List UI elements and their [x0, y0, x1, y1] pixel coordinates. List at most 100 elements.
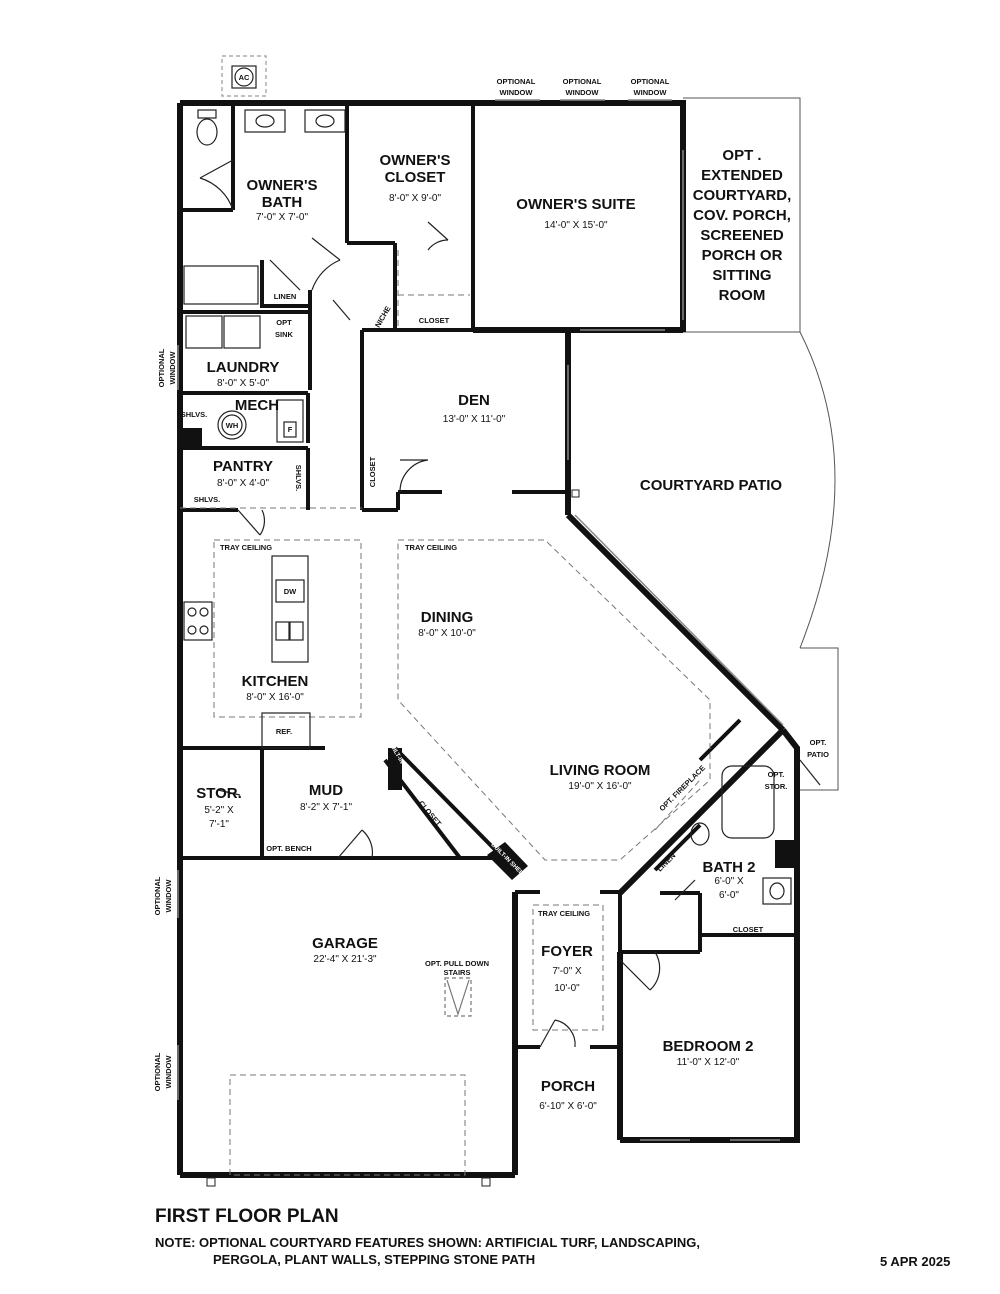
- opt-window-2-l1: OPTIONAL: [563, 77, 602, 86]
- plan-note-line1: NOTE: OPTIONAL COURTYARD FEATURES SHOWN:…: [155, 1235, 701, 1250]
- ref-label: REF.: [276, 727, 292, 736]
- opt-bench-label: OPT. BENCH: [266, 844, 311, 853]
- shlvs-pantry-side: SHLVS.: [294, 465, 303, 492]
- closet-label-den: CLOSET: [368, 456, 377, 487]
- opt-stor-l2: STOR.: [765, 782, 788, 791]
- living-room-dim: 19'-0" X 16'-0": [568, 781, 632, 792]
- opt-window-left-3-l1: OPTIONAL: [153, 1052, 162, 1091]
- windows: [177, 99, 784, 1141]
- closet-label-suite: CLOSET: [419, 316, 450, 325]
- owners-closet-name-l2: CLOSET: [385, 169, 446, 186]
- laundry-name: LAUNDRY: [207, 359, 280, 376]
- ac-unit: AC: [221, 55, 267, 97]
- closet-label-bath2: CLOSET: [733, 925, 764, 934]
- opt-window-left-1-l1: OPTIONAL: [157, 348, 166, 387]
- opt-sink-l2: SINK: [275, 330, 294, 339]
- foyer-name: FOYER: [541, 943, 593, 960]
- wh-label: WH: [226, 421, 239, 430]
- opt-courtyard-l2: EXTENDED: [701, 167, 783, 184]
- opt-window-left-2-l1: OPTIONAL: [153, 876, 162, 915]
- opt-patio-l1: OPT.: [810, 738, 827, 747]
- opt-window-3-l2: WINDOW: [634, 88, 668, 97]
- dashed-outlines: [180, 250, 711, 1176]
- stor-dim-l2: 7'-1": [209, 819, 229, 830]
- bath2-dim-l1: 6'-0" X: [714, 876, 744, 887]
- owners-bath-name-l2: BATH: [262, 194, 303, 211]
- den-name: DEN: [458, 392, 490, 409]
- opt-courtyard-l3: COURTYARD,: [693, 187, 792, 204]
- porch-name: PORCH: [541, 1078, 595, 1095]
- opt-courtyard-l6: PORCH OR: [702, 247, 783, 264]
- opt-courtyard-outline: [683, 97, 839, 791]
- ac-label: AC: [239, 73, 250, 82]
- opt-window-left-2-l2: WINDOW: [164, 879, 173, 913]
- garage-name: GARAGE: [312, 935, 378, 952]
- hose-bibs: [206, 489, 580, 1187]
- laundry-dim: 8'-0" X 5'-0": [217, 378, 270, 389]
- opt-courtyard-l7: SITTING: [712, 267, 771, 284]
- opt-courtyard-l1: OPT .: [722, 147, 761, 164]
- owners-closet-name-l1: OWNER'S: [379, 152, 450, 169]
- owners-suite-name: OWNER'S SUITE: [516, 196, 635, 213]
- opt-window-1-l1: OPTIONAL: [497, 77, 536, 86]
- f-label: F: [288, 425, 293, 434]
- opt-patio-l2: PATIO: [807, 750, 829, 759]
- interior-walls: [180, 103, 797, 1049]
- dining-dim: 8'-0" X 10'-0": [418, 628, 476, 639]
- opt-courtyard-l8: ROOM: [719, 287, 766, 304]
- opt-window-2-l2: WINDOW: [566, 88, 600, 97]
- opt-pull-down-l2: STAIRS: [444, 968, 471, 977]
- kitchen-name: KITCHEN: [242, 673, 309, 690]
- opt-stor-l1: OPT.: [768, 770, 785, 779]
- foyer-dim-l2: 10'-0": [554, 983, 580, 994]
- foyer-tray-ceiling: [532, 904, 604, 1031]
- porch-dim: 6'-10" X 6'-0": [539, 1101, 597, 1112]
- dw-label: DW: [284, 587, 297, 596]
- opt-fireplace-label: OPT. FIREPLACE: [657, 763, 707, 813]
- pantry-dim: 8'-0" X 4'-0": [217, 478, 270, 489]
- mud-dim: 8'-2" X 7'-1": [300, 802, 353, 813]
- wall-blocks: [182, 428, 797, 880]
- stor-name: STOR.: [196, 785, 242, 802]
- dining-tray-ceiling: [397, 539, 711, 861]
- mud-name: MUD: [309, 782, 343, 799]
- plan-date: 5 APR 2025: [880, 1254, 951, 1269]
- opt-window-1-l2: WINDOW: [500, 88, 534, 97]
- mech-name: MECH: [235, 397, 279, 414]
- shlvs-pantry-bottom: SHLVS.: [194, 495, 221, 504]
- linen-label-1: LINEN: [274, 292, 297, 301]
- bath2-dim-l2: 6'-0": [719, 890, 739, 901]
- opt-window-3-l1: OPTIONAL: [631, 77, 670, 86]
- dining-name: DINING: [421, 609, 474, 626]
- closet-label-mud: CLOSET: [417, 799, 444, 828]
- niche-label: NICHE: [373, 304, 392, 329]
- plan-title: FIRST FLOOR PLAN: [155, 1206, 339, 1227]
- doors: [199, 159, 821, 1048]
- opt-courtyard-l5: SCREENED: [700, 227, 784, 244]
- shlvs-mech: SHLVS.: [181, 410, 208, 419]
- opt-sink-l1: OPT: [276, 318, 292, 327]
- den-dim: 13'-0" X 11'-0": [443, 414, 506, 425]
- opt-window-left-1-l2: WINDOW: [168, 351, 177, 385]
- owners-suite-dim: 14'-0" X 15'-0": [544, 220, 608, 231]
- opt-courtyard-l4: COV. PORCH,: [693, 207, 791, 224]
- labels: OPTIONAL WINDOW OPTIONAL WINDOW OPTIONAL…: [153, 77, 829, 1112]
- kitchen-tray-ceiling: [213, 539, 362, 718]
- pantry-name: PANTRY: [213, 458, 273, 475]
- bedroom2-dim: 11'-0" X 12'-0": [677, 1057, 740, 1068]
- tray-ceiling-foyer: TRAY CEILING: [538, 909, 590, 918]
- closet-door-track: [397, 250, 470, 330]
- opt-window-left-3-l2: WINDOW: [164, 1055, 173, 1089]
- owners-bath-name-l1: OWNER'S: [246, 177, 317, 194]
- tray-ceiling-dining: TRAY CEILING: [405, 543, 457, 552]
- stor-dim-l1: 5'-2" X: [204, 805, 234, 816]
- tray-ceiling-kitchen: TRAY CEILING: [220, 543, 272, 552]
- living-room-name: LIVING ROOM: [550, 762, 651, 779]
- bedroom2-name: BEDROOM 2: [663, 1038, 754, 1055]
- kitchen-dim: 8'-0" X 16'-0": [246, 692, 304, 703]
- opt-pull-down-l1: OPT. PULL DOWN: [425, 959, 489, 968]
- owners-closet-dim: 8'-0" X 9'-0": [389, 193, 442, 204]
- fixtures: [183, 109, 792, 1017]
- garage-dim: 22'-4" X 21'-3": [313, 954, 377, 965]
